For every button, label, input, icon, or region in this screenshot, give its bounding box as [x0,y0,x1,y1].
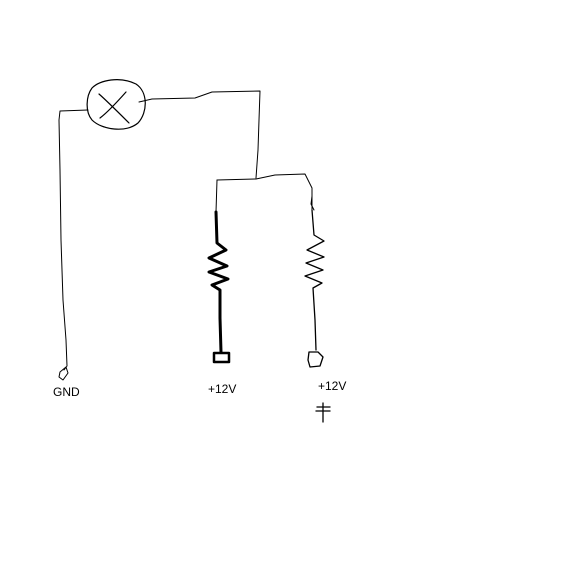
wire-top [138,90,261,179]
terminal-right [307,351,324,368]
resistor-right-branch [304,195,325,368]
terminal-gnd [58,366,69,381]
ground-icon [315,402,331,423]
supply-label-right: +12V [318,379,347,393]
resistor-left-branch [207,179,231,364]
lamp-icon [86,79,146,130]
supply-label-left: +12V [208,382,237,396]
gnd-label: GND [53,385,80,399]
resistor-icon [207,210,230,354]
resistor-icon [304,209,325,351]
wire-gnd [58,109,89,371]
wire-bus [216,173,313,211]
terminal-left [212,351,231,364]
